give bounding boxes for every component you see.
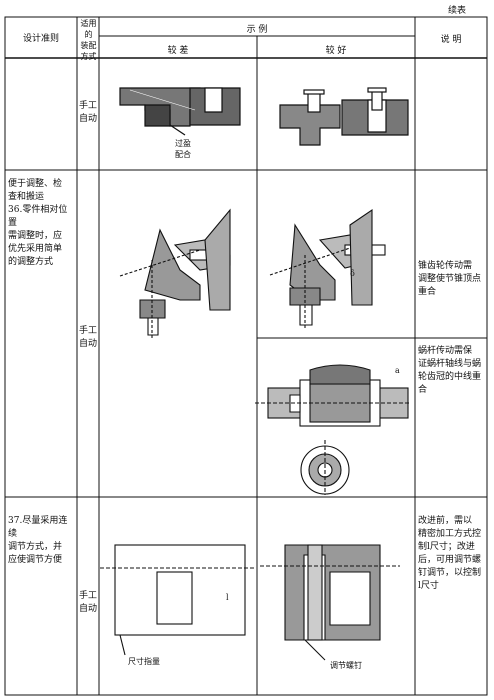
row2-principle: 便于调整、检 查和搬运 36.零件相对位置 需调整时，应 优先采用简单 的调整方… <box>8 179 68 267</box>
row3-good-callout: 调节螺钉 <box>330 661 362 670</box>
row1-method: 手工 自动 <box>79 101 98 124</box>
row1-poor-drawing <box>119 87 241 136</box>
row2-good-b-drawing <box>255 364 410 495</box>
row3-method: 手工 自动 <box>79 591 98 614</box>
row3-dimension: l <box>226 593 229 602</box>
row2-note-a: 锥齿轮传动需 调整使节锥顶点 重合 <box>418 261 482 297</box>
row1-good-drawing <box>279 87 409 146</box>
row2-good-a-drawing <box>269 208 386 330</box>
header-principle: 设计准则 <box>22 34 59 44</box>
header-example: 示 例 <box>246 25 268 35</box>
row2-note-b: 蜗杆传动需保 证蜗杆轴线与蜗 轮齿冠的中线重 合 <box>418 346 482 395</box>
row3-good-drawing <box>260 544 400 661</box>
table-grid <box>4 16 488 696</box>
header-good: 较 好 <box>325 46 347 56</box>
row2-poor-drawing <box>119 208 231 340</box>
row3-note: 改进前，需以 精密加工方式控 制l尺寸；改进 后，可用调节螺 钉调节，以控制 l… <box>418 516 482 591</box>
continued-label: 续表 <box>448 6 467 16</box>
row2-a-label: a <box>395 366 400 375</box>
row2-delta-label: δ <box>350 269 355 278</box>
row3-poor-drawing <box>100 544 255 656</box>
row3-poor-callout: 尺寸指量 <box>128 657 160 666</box>
header-note: 说 明 <box>440 35 462 45</box>
row3-principle: 37.尽量采用连续 调节方式，并 应使调节方便 <box>8 516 68 565</box>
row1-callout: 过盈 配合 <box>175 139 191 159</box>
header-method: 适用 的 装配 方式 <box>80 19 97 61</box>
header-poor: 较 差 <box>167 46 189 56</box>
row2-method: 手工 自动 <box>79 326 98 349</box>
